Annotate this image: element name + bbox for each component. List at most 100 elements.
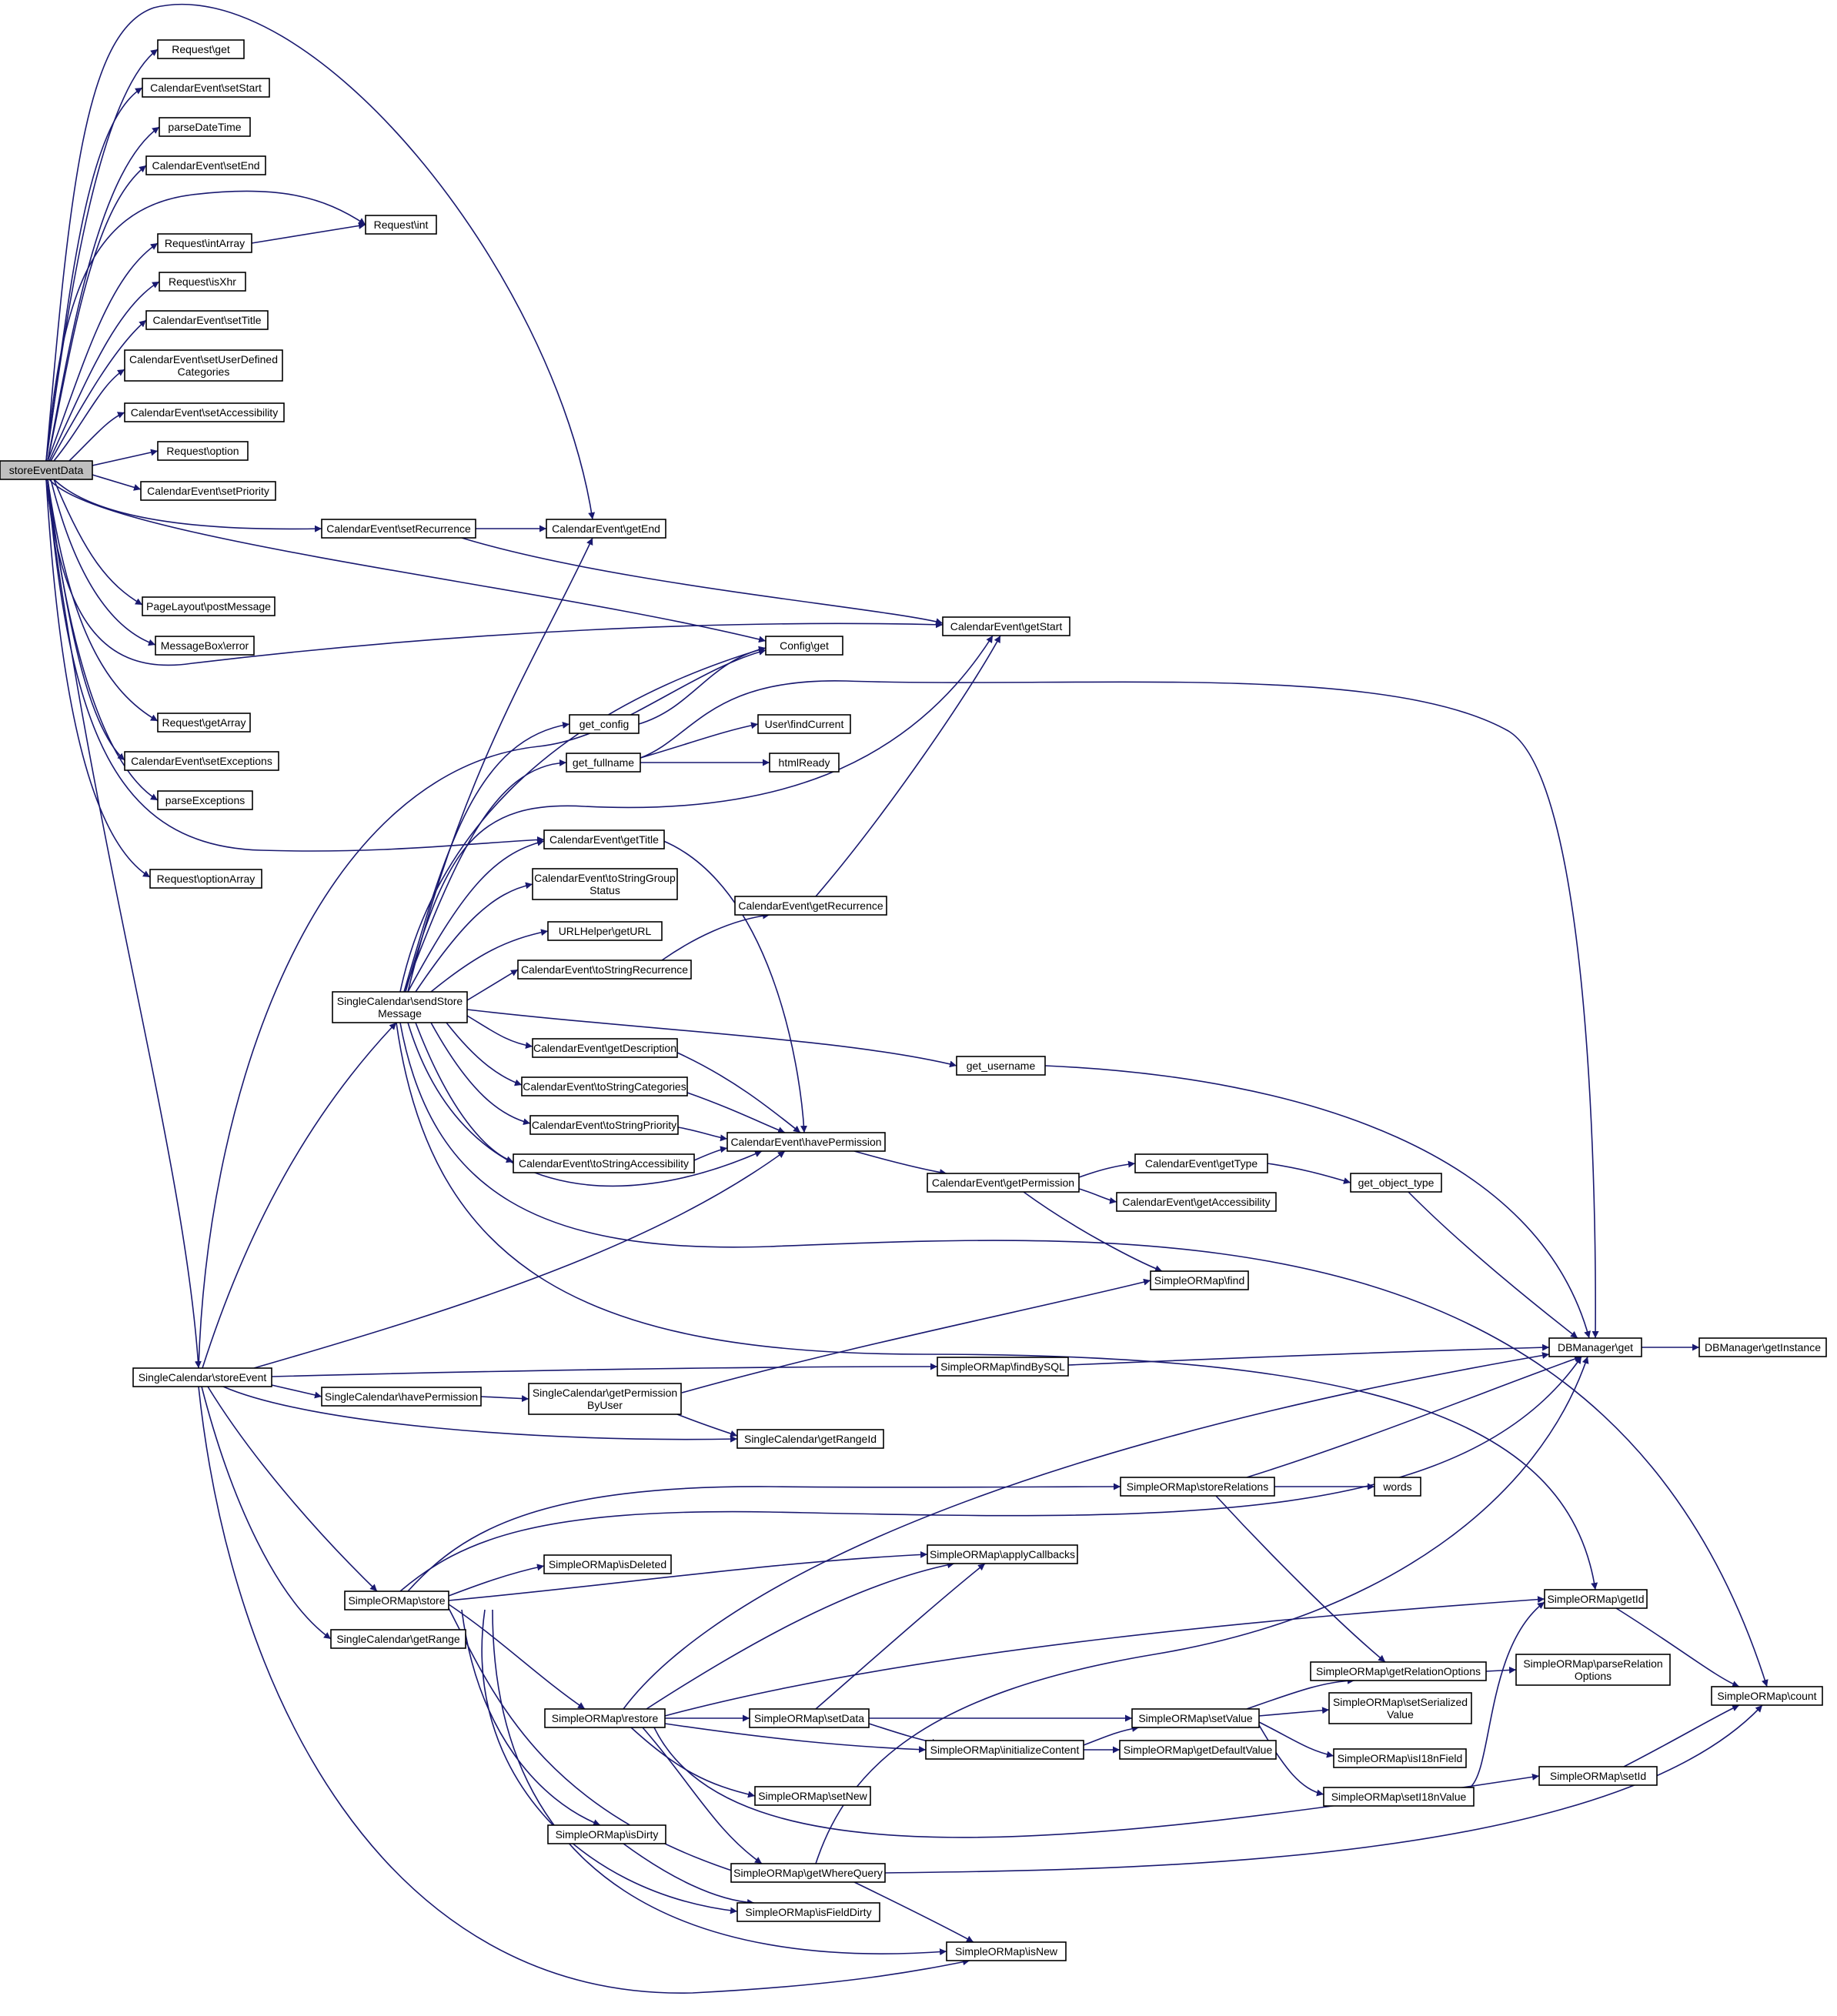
- node-som_find[interactable]: SimpleORMap\find: [1150, 1270, 1249, 1290]
- node-url_getURL[interactable]: URLHelper\getURL: [547, 921, 663, 941]
- node-root[interactable]: storeEventData: [0, 460, 93, 480]
- node-label: CalendarEvent\toStringPriority: [532, 1119, 676, 1131]
- node-dbm_getInstance[interactable]: DBManager\getInstance: [1698, 1337, 1827, 1357]
- node-som_store[interactable]: SimpleORMap\store: [344, 1590, 449, 1610]
- node-ce_getDescription[interactable]: CalendarEvent\getDescription: [532, 1038, 678, 1058]
- node-label: ByUser: [587, 1399, 623, 1411]
- edge-sc_storeEvent-to-sc_havePermission: [271, 1384, 322, 1399]
- node-mb_error[interactable]: MessageBox\error: [155, 636, 255, 656]
- node-som_isI18nField[interactable]: SimpleORMap\isI18nField: [1333, 1748, 1467, 1768]
- node-som_isFieldDirty[interactable]: SimpleORMap\isFieldDirty: [736, 1902, 880, 1922]
- node-req_optionArray[interactable]: Request\optionArray: [149, 869, 262, 889]
- node-parseExceptions[interactable]: parseExceptions: [157, 790, 253, 810]
- node-som_setData[interactable]: SimpleORMap\setData: [749, 1708, 870, 1728]
- edge-sc_sendStoreMessage-to-config_get: [399, 646, 767, 993]
- edge-root-to-req_intArray: [47, 242, 159, 462]
- node-req_option[interactable]: Request\option: [157, 441, 249, 461]
- node-req_int[interactable]: Request\int: [365, 215, 437, 235]
- node-ce_toStringCategories[interactable]: CalendarEvent\toStringCategories: [521, 1076, 688, 1096]
- node-ce_setTitle[interactable]: CalendarEvent\setTitle: [145, 310, 269, 330]
- node-box: [321, 1387, 482, 1407]
- node-label: SimpleORMap\getWhereQuery: [733, 1867, 883, 1879]
- node-ce_toStringAccessibility[interactable]: CalendarEvent\toStringAccessibility: [513, 1153, 695, 1173]
- node-som_findBySQL[interactable]: SimpleORMap\findBySQL: [937, 1357, 1069, 1377]
- node-sc_storeEvent[interactable]: SingleCalendar\storeEvent: [132, 1367, 272, 1387]
- node-som_isDeleted[interactable]: SimpleORMap\isDeleted: [543, 1554, 672, 1574]
- node-box: [0, 460, 93, 480]
- node-sc_havePermission[interactable]: SingleCalendar\havePermission: [321, 1387, 482, 1407]
- node-user_findCurrent[interactable]: User\findCurrent: [757, 714, 851, 734]
- edge-sc_storeEvent-to-som_findBySQL: [271, 1363, 938, 1377]
- node-ce_toStringPriority[interactable]: CalendarEvent\toStringPriority: [529, 1115, 679, 1135]
- node-get_config[interactable]: get_config: [569, 714, 640, 734]
- node-ce_setStart[interactable]: CalendarEvent\setStart: [142, 78, 270, 98]
- node-som_setValue[interactable]: SimpleORMap\setValue: [1131, 1708, 1260, 1728]
- node-words[interactable]: words: [1374, 1477, 1421, 1497]
- node-som_getId[interactable]: SimpleORMap\getId: [1544, 1589, 1648, 1609]
- edge-som_restore-to-som_setNew: [630, 1727, 756, 1798]
- node-ce_setRecurrence[interactable]: CalendarEvent\setRecurrence: [321, 519, 476, 539]
- node-box: [157, 790, 253, 810]
- edge-sc_sendStoreMessage-to-ce_getTitle: [407, 839, 545, 993]
- node-config_get[interactable]: Config\get: [765, 636, 843, 656]
- node-som_applyCallbacks[interactable]: SimpleORMap\applyCallbacks: [927, 1544, 1078, 1564]
- node-som_getWhereQuery[interactable]: SimpleORMap\getWhereQuery: [730, 1863, 886, 1883]
- node-som_initializeContent[interactable]: SimpleORMap\initializeContent: [925, 1740, 1084, 1760]
- node-box: [1116, 1192, 1277, 1212]
- node-som_getRelationOptions[interactable]: SimpleORMap\getRelationOptions: [1310, 1661, 1487, 1681]
- node-req_get[interactable]: Request\get: [157, 39, 245, 59]
- node-req_isXhr[interactable]: Request\isXhr: [159, 272, 246, 292]
- node-som_setId[interactable]: SimpleORMap\setId: [1538, 1766, 1658, 1786]
- node-som_restore[interactable]: SimpleORMap\restore: [544, 1708, 666, 1728]
- node-sc_getRange[interactable]: SingleCalendar\getRange: [330, 1629, 466, 1649]
- node-box: [532, 1038, 678, 1058]
- node-ce_getRecurrence[interactable]: CalendarEvent\getRecurrence: [734, 896, 887, 916]
- node-parseDateTime[interactable]: parseDateTime: [159, 117, 251, 137]
- node-htmlReady[interactable]: htmlReady: [769, 753, 840, 773]
- node-get_fullname[interactable]: get_fullname: [566, 753, 641, 773]
- node-ce_setAccessibility[interactable]: CalendarEvent\setAccessibility: [124, 402, 285, 422]
- node-req_intArray[interactable]: Request\intArray: [157, 233, 252, 253]
- node-ce_havePermission[interactable]: CalendarEvent\havePermission: [726, 1132, 886, 1152]
- node-label: CalendarEvent\getStart: [950, 620, 1063, 633]
- node-som_isNew[interactable]: SimpleORMap\isNew: [946, 1941, 1067, 1961]
- node-label: DBManager\get: [1558, 1341, 1633, 1353]
- edge-ce_getType-to-get_object_type: [1267, 1163, 1351, 1184]
- node-som_setI18nValue[interactable]: SimpleORMap\setI18nValue: [1323, 1787, 1475, 1807]
- node-som_setNew[interactable]: SimpleORMap\setNew: [754, 1786, 871, 1806]
- edge-root-to-req_option: [92, 449, 159, 466]
- edge-sc_storeEvent-to-sc_getRangeId: [222, 1386, 738, 1443]
- node-sc_getRangeId[interactable]: SingleCalendar\getRangeId: [736, 1429, 884, 1449]
- node-ce_setPriority[interactable]: CalendarEvent\setPriority: [140, 481, 276, 501]
- node-ce_toStringRecurrence[interactable]: CalendarEvent\toStringRecurrence: [517, 960, 692, 980]
- node-get_username[interactable]: get_username: [956, 1056, 1046, 1076]
- node-dbm_get[interactable]: DBManager\get: [1548, 1337, 1642, 1357]
- node-som_count[interactable]: SimpleORMap\count: [1711, 1686, 1823, 1706]
- edge-ce_getRecurrence-to-ce_getStart: [815, 635, 1001, 897]
- node-som_getDefaultValue[interactable]: SimpleORMap\getDefaultValue: [1119, 1740, 1277, 1760]
- node-som_storeRelations[interactable]: SimpleORMap\storeRelations: [1120, 1477, 1275, 1497]
- node-label: SimpleORMap\initializeContent: [930, 1744, 1080, 1756]
- node-ce_getAccessibility[interactable]: CalendarEvent\getAccessibility: [1116, 1192, 1277, 1212]
- node-ce_setExceptions[interactable]: CalendarEvent\setExceptions: [124, 751, 279, 771]
- node-ce_getType[interactable]: CalendarEvent\getType: [1134, 1153, 1268, 1173]
- edge-som_restore-to-som_initializeContent: [664, 1723, 927, 1754]
- node-get_object_type[interactable]: get_object_type: [1350, 1173, 1442, 1193]
- node-som_isDirty[interactable]: SimpleORMap\isDirty: [547, 1824, 666, 1844]
- edge-root-to-req_optionArray: [45, 479, 151, 878]
- node-ce_getStart[interactable]: CalendarEvent\getStart: [942, 616, 1070, 636]
- node-ce_setEnd[interactable]: CalendarEvent\setEnd: [145, 155, 266, 175]
- node-pl_postMessage[interactable]: PageLayout\postMessage: [142, 596, 276, 616]
- node-box: [1323, 1787, 1475, 1807]
- node-ce_getTitle[interactable]: CalendarEvent\getTitle: [543, 829, 665, 849]
- node-ce_getEnd[interactable]: CalendarEvent\getEnd: [546, 519, 666, 539]
- node-ce_getPermission[interactable]: CalendarEvent\getPermission: [927, 1173, 1080, 1193]
- node-box: [1328, 1692, 1472, 1724]
- node-req_getArray[interactable]: Request\getArray: [157, 713, 251, 733]
